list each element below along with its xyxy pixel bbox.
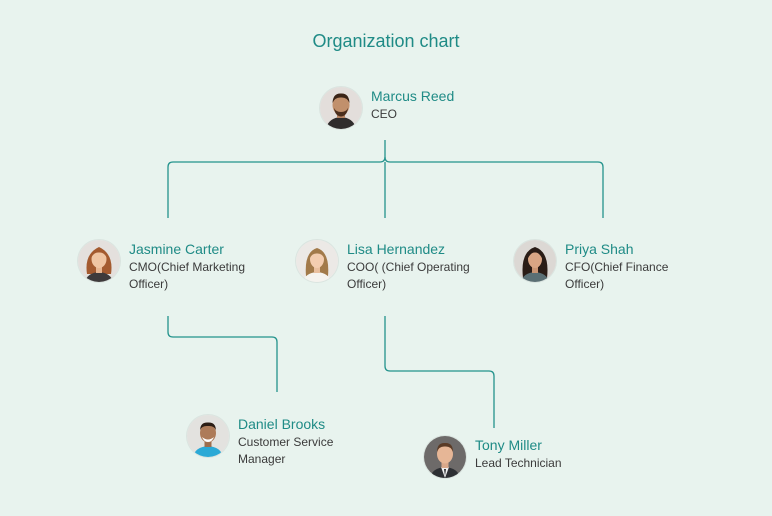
avatar-marcus-reed — [320, 87, 362, 129]
org-node-cfo[interactable]: Priya Shah CFO(Chief Finance Officer) — [514, 240, 705, 293]
chart-title: Organization chart — [312, 31, 460, 51]
org-node-cmo[interactable]: Jasmine Carter CMO(Chief Marketing Offic… — [78, 240, 269, 293]
avatar-lisa-hernandez — [296, 240, 338, 282]
connector-cmo-to-csm — [167, 316, 278, 392]
person-role: CEO — [371, 107, 398, 121]
avatar-daniel-brooks — [187, 415, 229, 457]
avatar-priya-shah — [514, 240, 556, 282]
person-role: CFO(Chief Finance Officer) — [565, 260, 669, 291]
avatar-tony-miller — [424, 436, 466, 478]
person-name: Jasmine Carter — [129, 241, 224, 257]
connector-ceo-to-cfo — [384, 156, 604, 218]
org-node-customer-service-manager[interactable]: Daniel Brooks Customer Service Manager — [187, 415, 348, 468]
person-role: CMO(Chief Marketing Officer) — [129, 260, 246, 291]
connector-coo-to-tech — [384, 316, 495, 428]
person-role: Customer Service Manager — [238, 435, 334, 466]
org-node-ceo[interactable]: Marcus Reed CEO — [320, 87, 454, 129]
avatar-jasmine-carter — [78, 240, 120, 282]
person-name: Marcus Reed — [371, 88, 455, 104]
person-name: Daniel Brooks — [238, 416, 326, 432]
person-role: COO( (Chief Operating Officer) — [347, 260, 470, 291]
org-node-coo[interactable]: Lisa Hernandez COO( (Chief Operating Off… — [296, 240, 487, 293]
person-name: Lisa Hernandez — [347, 241, 446, 257]
person-name: Tony Miller — [475, 437, 542, 453]
person-role: Lead Technician — [475, 456, 562, 470]
connector-ceo-to-cmo — [167, 140, 386, 218]
org-node-lead-technician[interactable]: Tony Miller Lead Technician — [424, 436, 595, 478]
person-name: Priya Shah — [565, 241, 634, 257]
